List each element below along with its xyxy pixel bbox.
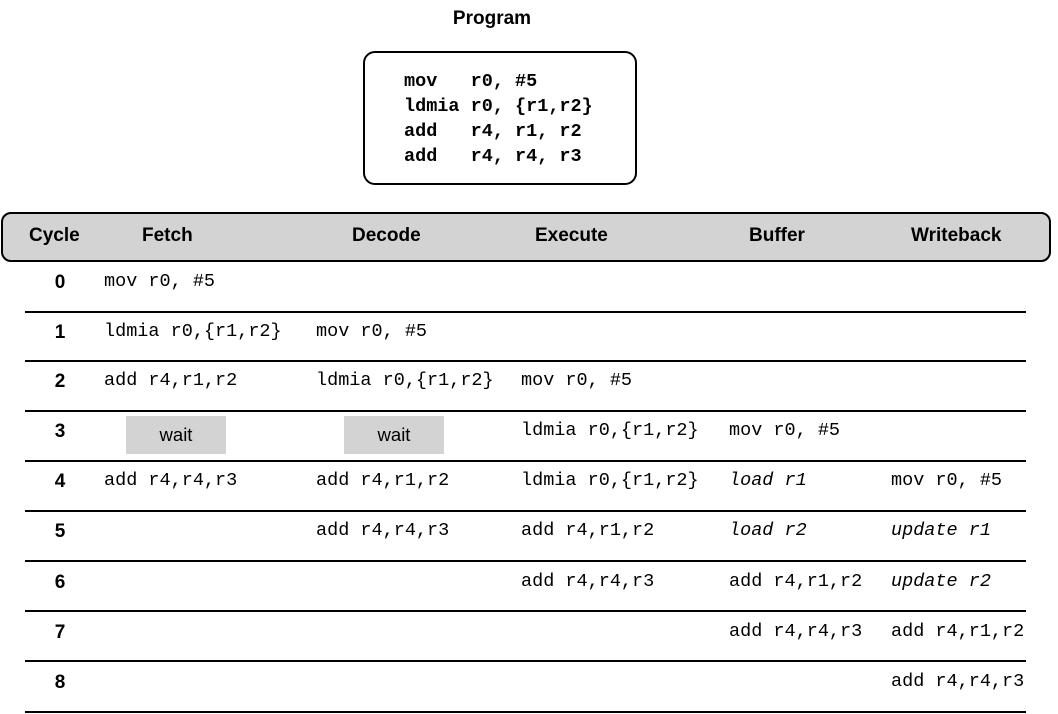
program-line: add r4, r1, r2 — [404, 121, 582, 142]
stage-cell-writeback: mov r0, #5 — [891, 470, 1003, 491]
cycle-number: 6 — [54, 572, 66, 593]
row-divider — [25, 410, 1026, 412]
stage-cell-writeback: update r1 — [891, 520, 991, 541]
column-header-buffer: Buffer — [749, 225, 805, 246]
stage-cell-fetch: ldmia r0,{r1,r2} — [104, 321, 282, 342]
cycle-number: 1 — [54, 322, 66, 343]
program-line: mov r0, #5 — [404, 71, 538, 92]
stage-cell-execute: add r4,r4,r3 — [521, 571, 655, 592]
stage-cell-decode: add r4,r4,r3 — [316, 520, 450, 541]
pipeline-table-header: Cycle Fetch Decode Execute Buffer Writeb… — [1, 212, 1051, 262]
stage-cell-buffer: add r4,r4,r3 — [729, 621, 863, 642]
cycle-number: 4 — [54, 471, 66, 492]
column-header-writeback: Writeback — [911, 225, 1002, 246]
wait-stall-fetch: wait — [126, 416, 226, 454]
column-header-fetch: Fetch — [142, 225, 193, 246]
stage-cell-decode: add r4,r1,r2 — [316, 470, 450, 491]
stage-cell-execute: mov r0, #5 — [521, 370, 633, 391]
program-line: add r4, r4, r3 — [404, 146, 582, 167]
stage-cell-writeback: add r4,r4,r3 — [891, 671, 1025, 692]
program-listing: mov r0, #5 ldmia r0, {r1,r2} add r4, r1,… — [363, 51, 637, 185]
row-divider — [25, 711, 1026, 713]
cycle-number: 7 — [54, 622, 66, 643]
cycle-number: 3 — [54, 421, 66, 442]
stage-cell-execute: ldmia r0,{r1,r2} — [521, 420, 699, 441]
stage-cell-buffer: mov r0, #5 — [729, 420, 841, 441]
stage-cell-buffer: load r1 — [729, 470, 807, 491]
stage-cell-writeback: add r4,r1,r2 — [891, 621, 1025, 642]
stage-cell-decode: ldmia r0,{r1,r2} — [316, 370, 494, 391]
stage-cell-writeback: update r2 — [891, 571, 991, 592]
cycle-number: 8 — [54, 672, 66, 693]
stage-cell-decode: mov r0, #5 — [316, 321, 428, 342]
column-header-execute: Execute — [535, 225, 608, 246]
row-divider — [25, 660, 1026, 662]
column-header-cycle: Cycle — [29, 225, 80, 246]
stage-cell-fetch: mov r0, #5 — [104, 271, 216, 292]
stage-cell-buffer: load r2 — [729, 520, 807, 541]
cycle-number: 5 — [54, 521, 66, 542]
cycle-number: 0 — [54, 272, 66, 293]
row-divider — [25, 560, 1026, 562]
row-divider — [25, 311, 1026, 313]
column-header-decode: Decode — [352, 225, 421, 246]
stage-cell-fetch: add r4,r1,r2 — [104, 370, 238, 391]
program-title: Program — [452, 8, 532, 29]
cycle-number: 2 — [54, 371, 66, 392]
row-divider — [25, 510, 1026, 512]
stage-cell-execute: ldmia r0,{r1,r2} — [521, 470, 699, 491]
stage-cell-fetch: add r4,r4,r3 — [104, 470, 238, 491]
program-line: ldmia r0, {r1,r2} — [404, 96, 593, 117]
row-divider — [25, 610, 1026, 612]
stage-cell-buffer: add r4,r1,r2 — [729, 571, 863, 592]
wait-stall-decode: wait — [344, 416, 444, 454]
stage-cell-execute: add r4,r1,r2 — [521, 520, 655, 541]
row-divider — [25, 460, 1026, 462]
row-divider — [25, 360, 1026, 362]
